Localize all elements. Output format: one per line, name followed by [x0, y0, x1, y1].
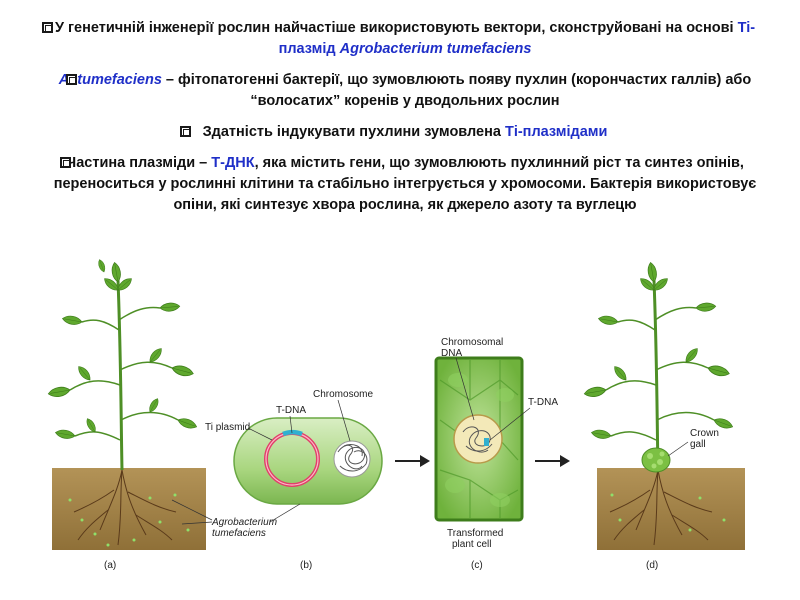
arrow-b-c — [395, 455, 430, 467]
bacterium-b — [234, 418, 382, 504]
leaves-a — [48, 259, 198, 440]
integrated-t-dna — [484, 438, 489, 446]
label-agro-2: tumefaciens — [212, 528, 266, 539]
label-transformed-2: plant cell — [452, 539, 491, 550]
soil-d — [597, 468, 745, 550]
crown-gall — [642, 448, 670, 472]
label-transformed-1: Transformed — [447, 528, 503, 539]
t-dna-segment — [283, 432, 302, 434]
plant-d — [584, 262, 745, 550]
plant-cell-c — [436, 358, 522, 520]
panel-label-a: (a) — [104, 560, 116, 571]
panel-label-d: (d) — [646, 560, 658, 571]
label-agro-1: Agrobacterium — [211, 517, 277, 528]
label-chromosomal-2: DNA — [441, 348, 462, 359]
leaves-d — [584, 262, 734, 440]
soil-a — [52, 468, 206, 550]
chromosome-coil — [334, 441, 370, 477]
label-crown-1: Crown — [690, 428, 719, 439]
arrow-c-d — [535, 455, 570, 467]
label-crown-2: gall — [690, 439, 706, 450]
label-ti-plasmid: Ti plasmid — [205, 422, 250, 433]
panel-label-c: (c) — [471, 560, 483, 571]
label-t-dna-b: T-DNA — [276, 405, 306, 416]
label-t-dna-c: T-DNA — [528, 397, 558, 408]
nucleus — [454, 415, 502, 463]
label-chromosomal-1: Chromosomal — [441, 337, 503, 348]
label-chromosome: Chromosome — [313, 389, 373, 400]
plant-a — [48, 259, 206, 550]
panel-label-b: (b) — [300, 560, 312, 571]
